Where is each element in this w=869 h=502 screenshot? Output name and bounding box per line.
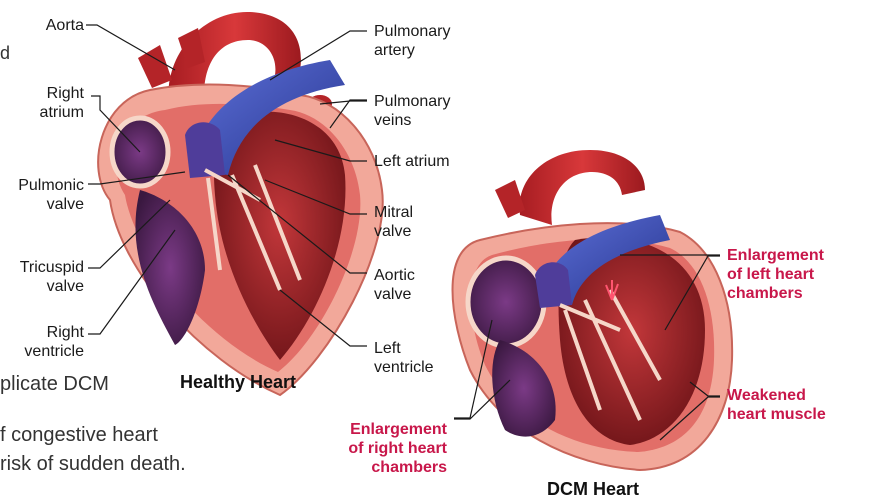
dcm-heart-title: DCM Heart [547, 479, 639, 500]
label-left-atrium: Left atrium [374, 152, 450, 171]
healthy-heart-title: Healthy Heart [180, 372, 296, 393]
label-aorta: Aorta [46, 16, 84, 35]
dcm-heart-illustration [453, 150, 733, 470]
